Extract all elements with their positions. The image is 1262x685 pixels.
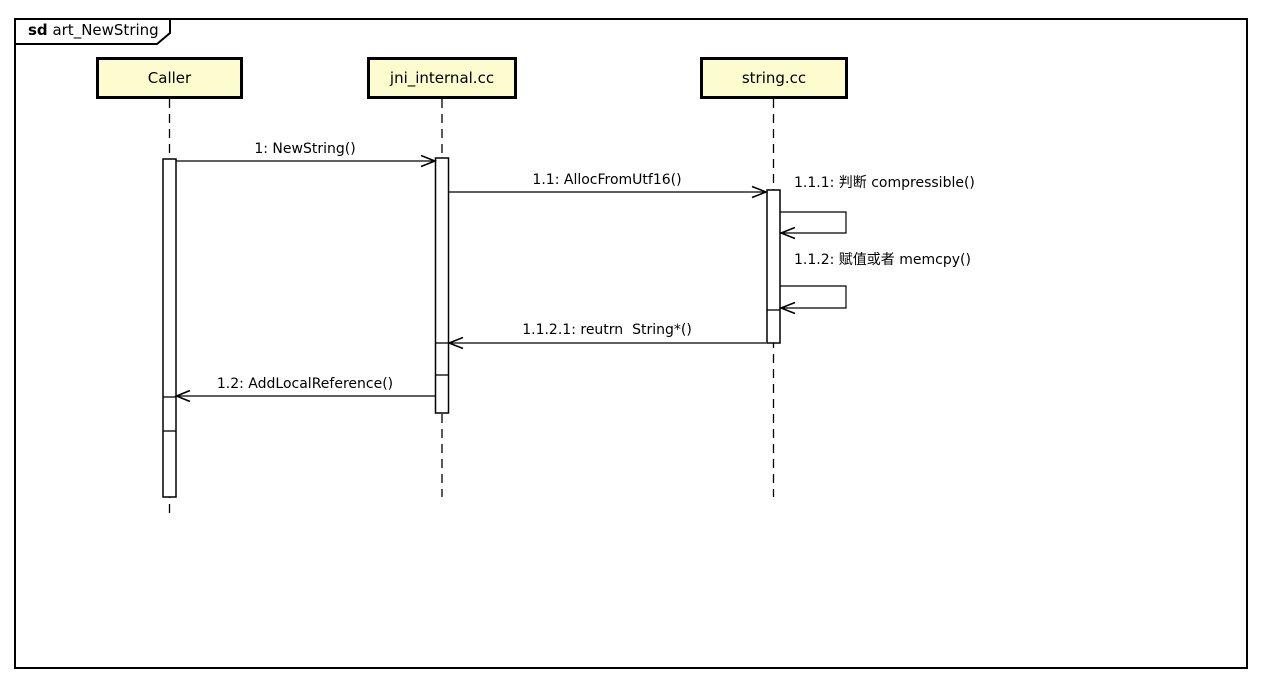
lifeline-head-caller: Caller (96, 57, 243, 99)
message-label-1: 1: NewString() (254, 141, 356, 157)
message-label-1-1: 1.1: AllocFromUtf16() (532, 172, 682, 188)
lifeline-head-string-cc: string.cc (700, 57, 848, 99)
lifeline-label: jni_internal.cc (389, 69, 495, 87)
message-label-1-2: 1.2: AddLocalReference() (216, 376, 394, 392)
lifeline-head-jni-internal: jni_internal.cc (367, 57, 517, 99)
message-label-1-1-2: 1.1.2: 赋值或者 memcpy() (794, 252, 971, 268)
lifeline-label: Caller (147, 69, 192, 87)
diagram-frame (14, 18, 1248, 669)
message-label-1-1-2-1: 1.1.2.1: reutrn String*() (522, 322, 692, 338)
frame-title: sd art_NewString (28, 21, 159, 39)
frame-keyword: sd (28, 21, 48, 39)
frame-title-text: art_NewString (52, 21, 159, 39)
lifeline-label: string.cc (741, 69, 807, 87)
message-label-1-1-1: 1.1.1: 判断 compressible() (794, 175, 975, 191)
